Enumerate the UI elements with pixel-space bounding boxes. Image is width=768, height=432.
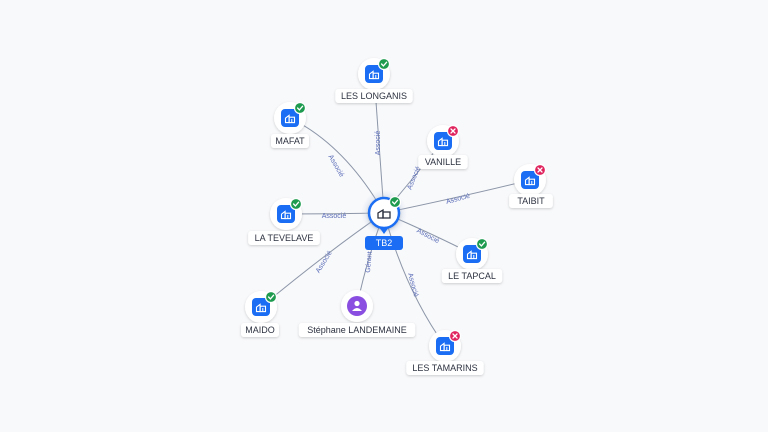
node-label: Stéphane LANDEMAINE [307,325,407,335]
node-label: MAFAT [275,136,305,146]
edge-label: Associé [322,213,347,220]
building-icon [255,303,267,313]
node-label: MAIDO [245,325,275,335]
person-icon [352,300,362,311]
node-label: VANILLE [425,157,461,167]
node-stephane-landemaine[interactable]: Stéphane LANDEMAINE [298,290,416,337]
building-icon [437,137,449,147]
node-mafat[interactable]: MAFAT [271,101,309,148]
check-badge-icon [377,57,391,71]
building-icon [466,250,478,260]
edge-label: Gérant [365,251,374,273]
cross-badge-icon [446,124,460,138]
building-icon [280,210,292,220]
check-badge-icon [289,197,303,211]
node-les-tamarins[interactable]: LES TAMARINS [406,329,484,375]
building-icon [439,342,451,352]
check-badge-icon [293,101,307,115]
node-les-longanis[interactable]: LES LONGANIS [335,57,413,103]
cross-badge-icon [533,163,547,177]
node-label: TAIBIT [517,196,545,206]
edge-label: Associé [406,165,422,190]
building-icon [368,70,380,80]
edge-label: Associé [327,154,345,179]
edge-label: Associé [445,193,471,206]
center-label-pill [365,236,403,250]
building-icon [524,176,536,186]
edge-label: Associé [375,131,382,156]
check-badge-icon [264,290,278,304]
node-label: LE TAPCAL [448,271,496,281]
center-label: TB2 [376,238,393,248]
cross-badge-icon [448,329,462,343]
node-label: LES TAMARINS [412,363,477,373]
building-icon [284,114,296,124]
node-label: LES LONGANIS [341,91,407,101]
check-badge-icon [388,195,402,209]
node-label: LA TEVELAVE [255,233,314,243]
node-le-tapcal[interactable]: LE TAPCAL [441,237,503,283]
node-vanille[interactable]: VANILLE [418,124,468,169]
node-taibit[interactable]: TAIBIT [509,163,553,208]
center-node[interactable]: TB2 [361,190,407,250]
edge-label: Associé [406,272,419,298]
building-icon [377,208,391,219]
nodes-layer: LES LONGANIS MAFAT VANILLE TAIBIT LA TEVELAV… [241,57,553,375]
edge-label: Associé [415,227,440,245]
node-maido[interactable]: MAIDO [241,290,279,337]
check-badge-icon [475,237,489,251]
node-la-tevelave[interactable]: LA TEVELAVE [248,197,320,245]
